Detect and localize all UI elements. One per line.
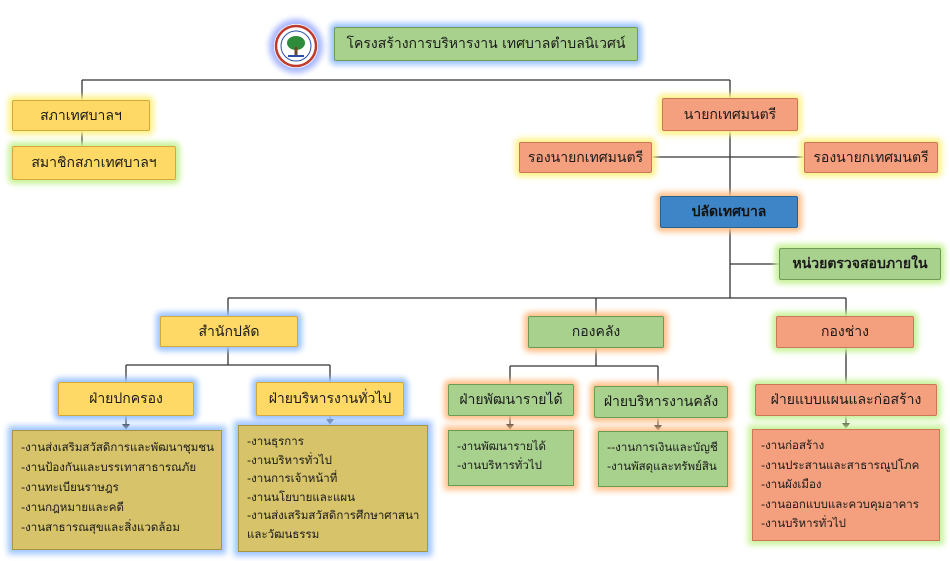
page-title: โครงสร้างการบริหารงาน เทศบาลตำบลนิเวศน์ (334, 27, 638, 61)
deputy-mayor-left-box: รองนายกเทศมนตรี (519, 142, 652, 173)
list-item: -งานก่อสร้าง (761, 438, 825, 452)
list-item: -งานออกแบบและควบคุมอาคาร (761, 496, 919, 511)
list-item: -งานพัสดุและทรัพย์สิน (607, 459, 717, 473)
mayor-box: นายกเทศมนตรี (662, 98, 798, 131)
list-item: -งานกฎหมายและคดี (21, 500, 124, 514)
deputy-mayor-right-box: รองนายกเทศมนตรี (804, 142, 938, 173)
list-item: -งานบริหารทั่วไป (247, 452, 332, 467)
governance-section-box: ฝ่ายปกครอง (58, 382, 194, 416)
design-construction-task-list: -งานก่อสร้าง -งานประสานและสาธารณูปโภค -ง… (752, 429, 940, 541)
list-item: -งานประสานและสาธารณูปโภค (761, 457, 920, 472)
list-item: -งานพัฒนารายได้ (457, 439, 546, 453)
municipality-logo (274, 24, 318, 68)
list-item: -งานสาธารณสุขและสิ่งแวดล้อม (21, 520, 180, 534)
engineering-division-box: กองช่าง (776, 316, 914, 348)
design-construction-section-box: ฝ่ายแบบแผนและก่อสร้าง (755, 384, 937, 416)
list-item: -งานธุรการ (247, 434, 304, 448)
list-item: -งานการเจ้าหน้าที่ (247, 471, 338, 485)
municipal-clerk-box: ปลัดเทศบาล (660, 196, 798, 228)
list-item: -งานผังเมือง (761, 477, 822, 491)
internal-audit-box: หน่วยตรวจสอบภายใน (779, 248, 941, 280)
governance-task-list: -งานส่งเสริมสวัสดิการและพัฒนาชุมชน -งานป… (12, 430, 222, 550)
list-item: -งานนโยบายและแผน (247, 489, 356, 504)
general-admin-section-box: ฝ่ายบริหารงานทั่วไป (256, 382, 404, 416)
list-item: และวัฒนธรรม (247, 526, 320, 541)
list-item: -งานส่งเสริมสวัสดิการและพัฒนาชุมชน (21, 440, 214, 454)
finance-division-box: กองคลัง (528, 316, 664, 348)
council-member-box: สมาชิกสภาเทศบาลฯ (12, 146, 176, 180)
general-admin-task-list: -งานธุรการ -งานบริหารทั่วไป -งานการเจ้าห… (238, 425, 428, 552)
list-item: -งานทะเบียนราษฎร (21, 480, 119, 494)
treasury-section-box: ฝ่ายบริหารงานคลัง (594, 386, 728, 418)
list-item: -งานส่งเสริมสวัสดิการศึกษาศาสนา (247, 508, 420, 522)
list-item: --งานการเงินและบัญชี (607, 440, 718, 454)
seal-icon (274, 24, 318, 68)
treasury-task-list: --งานการเงินและบัญชี -งานพัสดุและทรัพย์ส… (598, 431, 728, 487)
revenue-section-box: ฝ่ายพัฒนารายได้ (448, 384, 574, 416)
list-item: -งานบริหารทั่วไป (457, 458, 542, 472)
revenue-task-list: -งานพัฒนารายได้ -งานบริหารทั่วไป (448, 430, 574, 486)
list-item: -งานบริหารทั่วไป (761, 516, 846, 530)
council-box: สภาเทศบาลฯ (12, 100, 150, 131)
office-of-clerk-box: สำนักปลัด (160, 316, 298, 347)
list-item: -งานป้องกันและบรรเทาสาธารณภัย (21, 460, 197, 474)
